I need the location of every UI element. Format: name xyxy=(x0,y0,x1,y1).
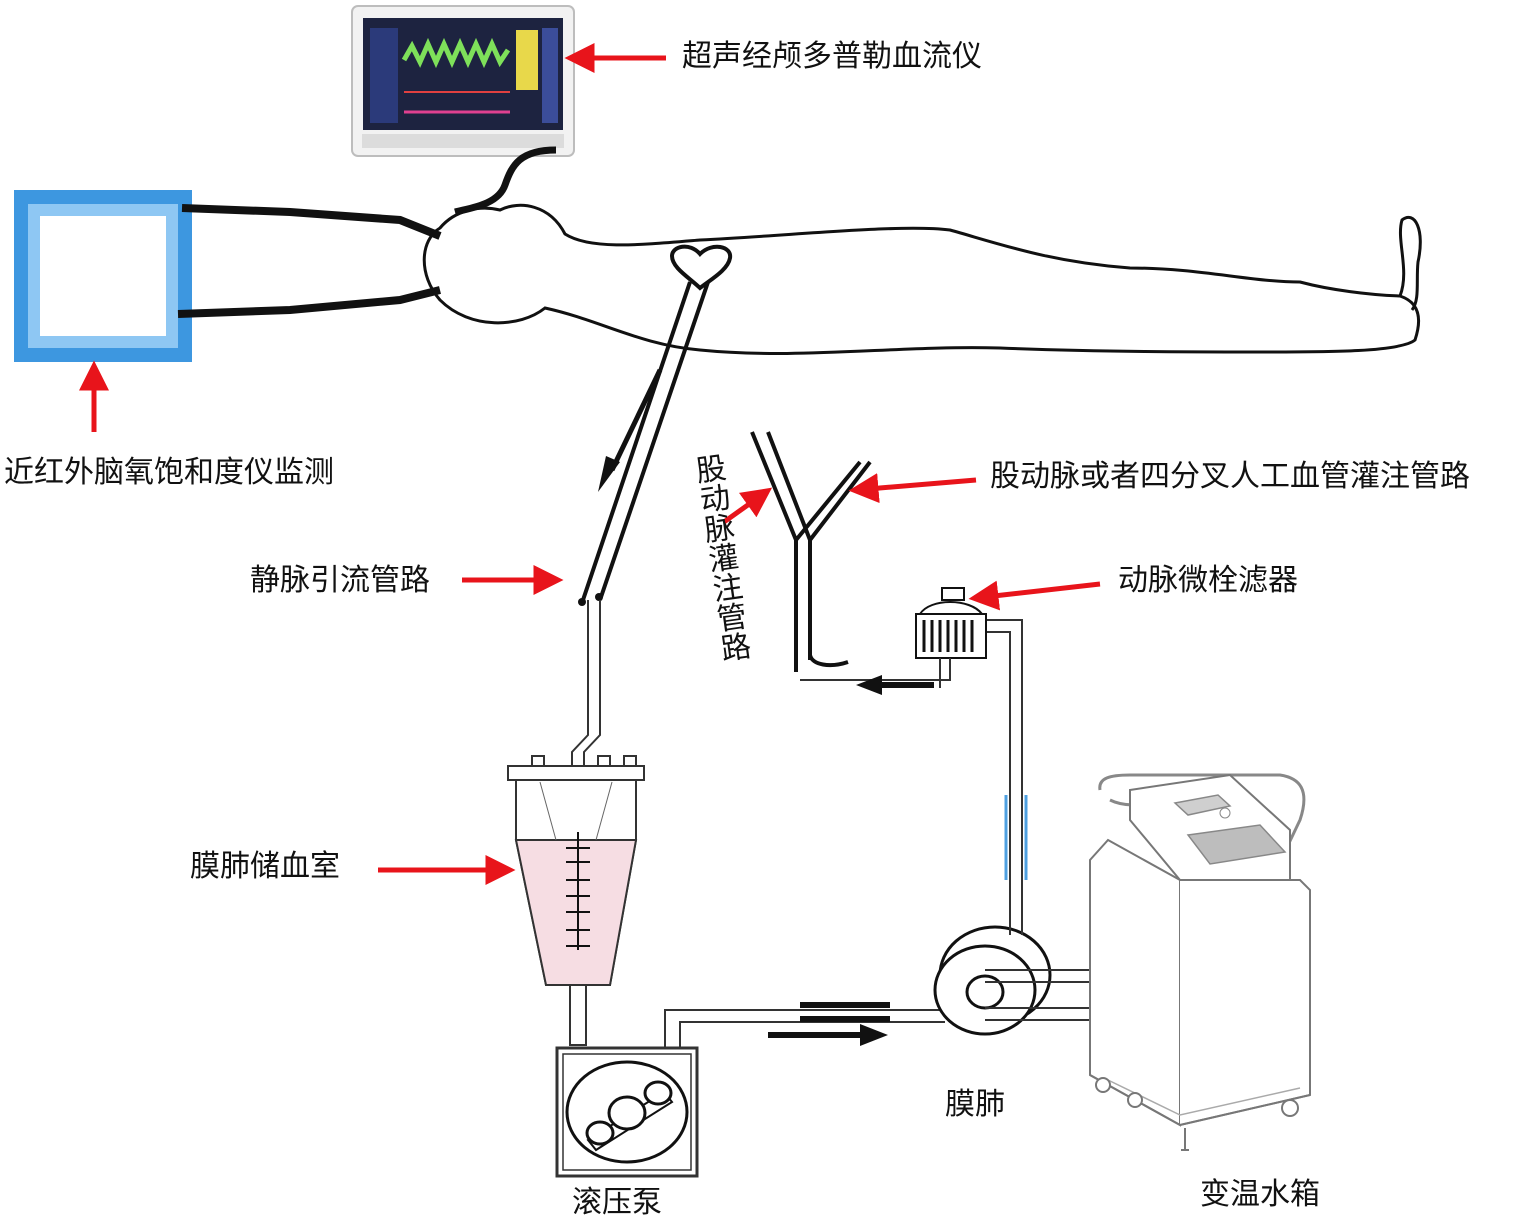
y-graft-icon xyxy=(750,431,872,672)
return-flow-arrow xyxy=(856,675,934,695)
nirs-cable-lower xyxy=(177,286,441,318)
label-arterial-filter: 动脉微栓滤器 xyxy=(1118,563,1298,598)
pump-outflow-line xyxy=(664,1002,945,1048)
label-doppler: 超声经颅多普勒血流仪 xyxy=(682,39,982,74)
heart-icon xyxy=(669,244,733,291)
roller-pump-icon xyxy=(555,1046,699,1178)
label-arrows xyxy=(79,43,1101,885)
reservoir-icon xyxy=(507,755,645,1046)
label-venous-drainage: 静脉引流管路 xyxy=(250,563,430,598)
heater-cooler-icon xyxy=(1089,773,1311,1151)
arterial-filter-icon xyxy=(800,587,987,688)
doppler-cable xyxy=(454,146,557,216)
label-oxygenator: 膜肺 xyxy=(945,1087,1005,1122)
nirs-monitor-icon xyxy=(14,190,192,362)
patient-outline xyxy=(422,203,1422,355)
venous-drainage-line xyxy=(571,281,710,768)
label-branch-graft: 股动脉或者四分叉人工血管灌注管路 xyxy=(990,459,1470,494)
oxygenator-icon xyxy=(933,925,1100,1036)
doppler-monitor-icon xyxy=(351,5,575,157)
label-roller-pump: 滚压泵 xyxy=(572,1185,662,1220)
label-nirs: 近红外脑氧饱和度仪监测 xyxy=(4,455,334,490)
label-heater-cooler: 变温水箱 xyxy=(1200,1177,1320,1212)
nirs-cable-upper xyxy=(181,204,442,240)
oxygenator-outflow-line xyxy=(985,619,1028,935)
label-reservoir: 膜肺储血室 xyxy=(190,849,340,884)
